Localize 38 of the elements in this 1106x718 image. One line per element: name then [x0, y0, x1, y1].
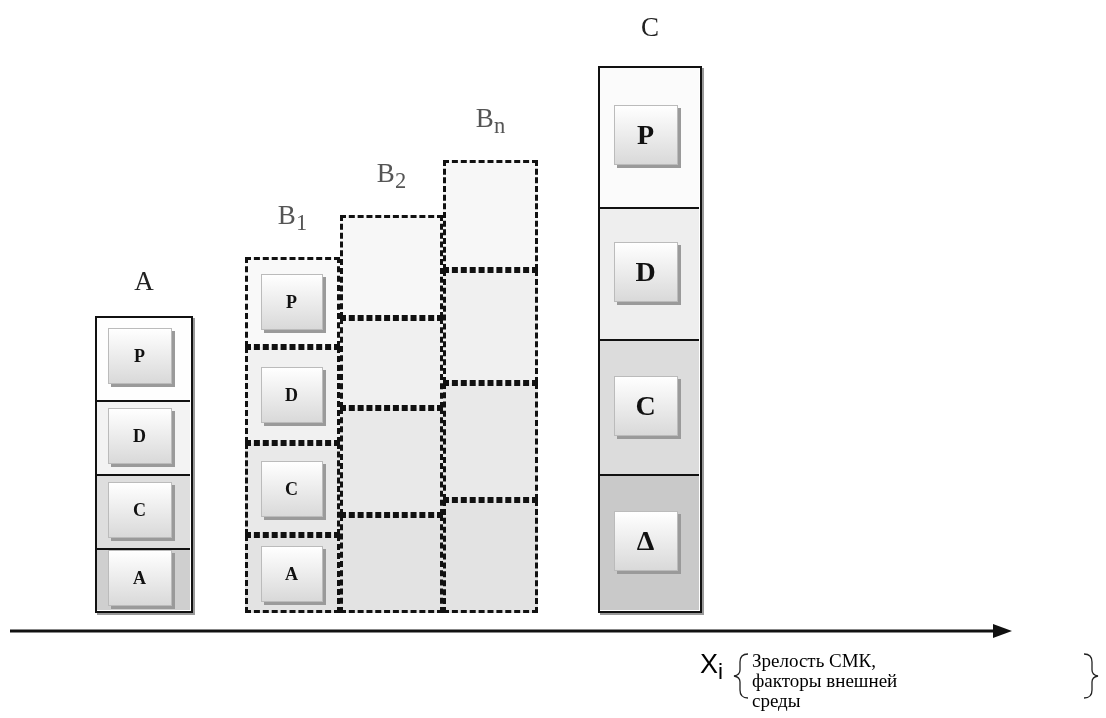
- dashed-cell: [340, 515, 443, 613]
- axis-label: X$_{i}$: [700, 650, 723, 684]
- dashed-cell: [245, 443, 340, 535]
- letter-tile: D: [260, 367, 323, 423]
- dashed-cell: [443, 500, 538, 613]
- column-heading: C: [640, 12, 660, 42]
- column-heading: B$_{2}$: [375, 158, 408, 196]
- column-heading: B$_{1}$: [276, 200, 309, 238]
- column-band: [97, 474, 190, 548]
- dashed-cell: [245, 535, 340, 613]
- dashed-cell: [443, 270, 538, 383]
- axis-note: Зрелость СМК, факторы внешней среды: [752, 651, 899, 711]
- letter-tile: D: [107, 408, 172, 464]
- column-band: [97, 400, 190, 474]
- letter-tile: A: [260, 546, 323, 602]
- dashed-cell: [245, 257, 340, 347]
- dashed-cell: [443, 160, 538, 270]
- letter-tile: P: [613, 104, 678, 165]
- letter-tile: C: [107, 482, 172, 538]
- column-band: [600, 68, 699, 207]
- letter-tile: Δ: [613, 511, 678, 571]
- column-band: [600, 339, 699, 474]
- column-band: [600, 207, 699, 339]
- dashed-cell: [340, 408, 443, 515]
- column-heading: A: [133, 266, 155, 296]
- dashed-cell: [443, 383, 538, 500]
- column-band: [600, 474, 699, 610]
- letter-tile: D: [613, 242, 678, 302]
- column-heading: B$_{n}$: [474, 103, 507, 141]
- dashed-cell: [245, 347, 340, 443]
- letter-tile: P: [260, 274, 323, 330]
- dashed-cell: [340, 318, 443, 408]
- column-band: [97, 548, 190, 610]
- letter-tile: P: [107, 328, 172, 384]
- dashed-cell: [340, 215, 443, 318]
- letter-tile: C: [613, 375, 678, 436]
- letter-tile: C: [260, 461, 323, 517]
- letter-tile: A: [107, 550, 172, 606]
